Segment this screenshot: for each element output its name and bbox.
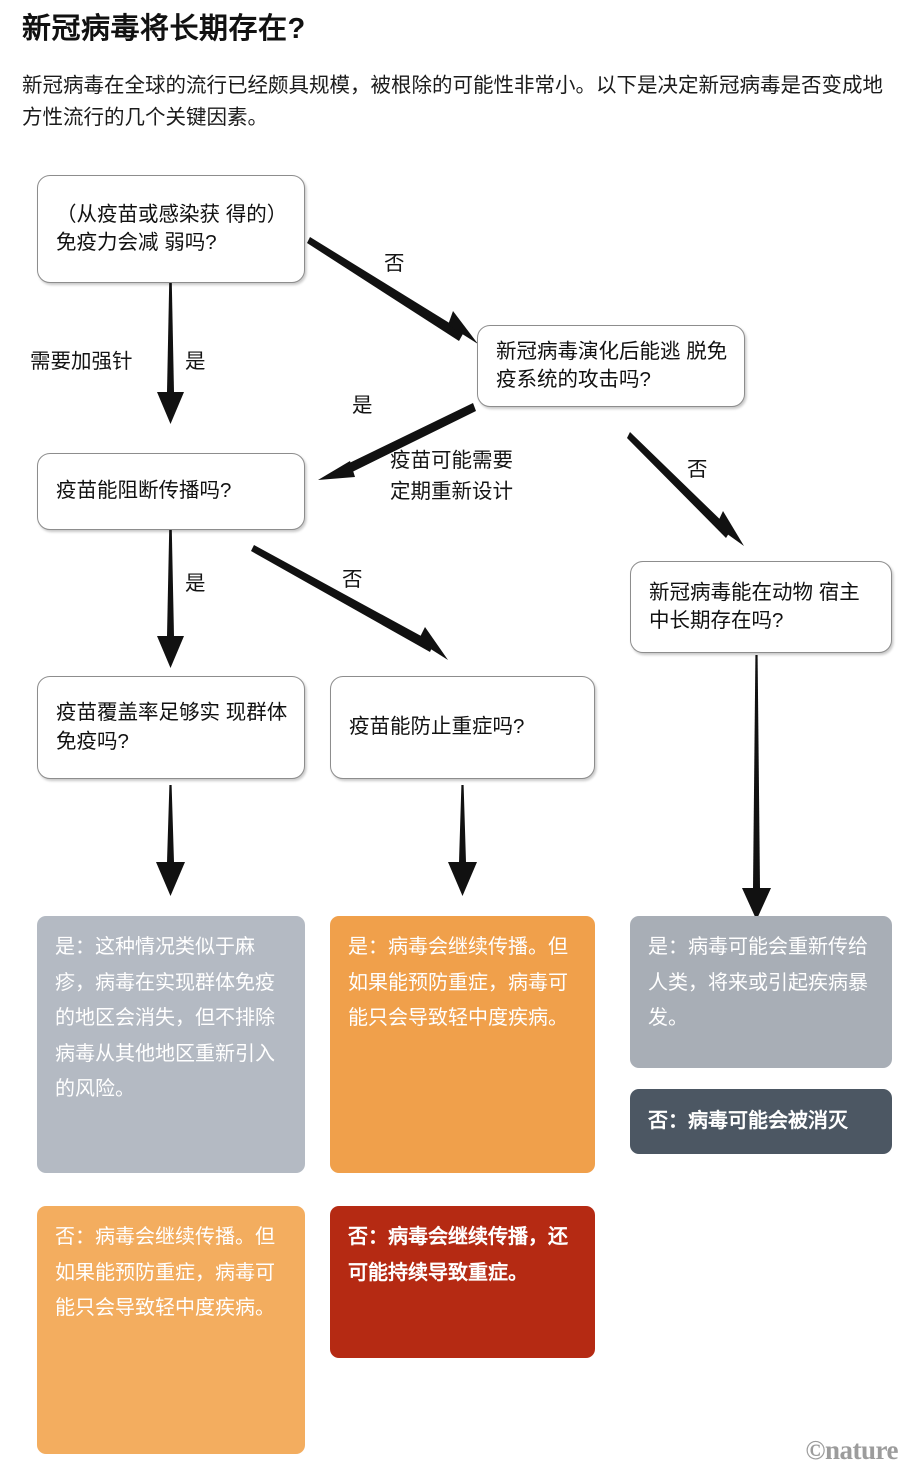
edge-label-no-escape: 否 <box>687 458 708 481</box>
arrow-escape-to-animal <box>627 432 744 546</box>
node-prevent-severe-label: 疫苗能防止重症吗? <box>349 715 525 739</box>
edge-label-booster-needed: 需要加强针 <box>30 350 133 373</box>
outcome-animal-no-text: 否：病毒可能会被消灭 <box>648 1109 848 1132</box>
nature-logo: ©nature <box>805 1435 898 1465</box>
edge-label-yes-escape: 是 <box>352 394 373 417</box>
outcome-mild-spread-no-text: 否：病毒会继续传播。但如果能预防重症，病毒可能只会导致轻中度疾病。 <box>55 1226 275 1320</box>
arrow-severe-to-outcome <box>448 785 477 896</box>
node-immune-escape-label: 新冠病毒演化后能逃 脱免疫系统的攻击吗? <box>496 339 728 391</box>
edge-label-no-to-escape: 否 <box>384 252 405 275</box>
arrow-animal-to-outcome <box>742 655 771 920</box>
outcome-animal-no: 否：病毒可能会被消灭 <box>630 1089 892 1154</box>
outcome-mild-spread-yes-text: 是：病毒会继续传播。但如果能预防重症，病毒可能只会导致轻中度疾病。 <box>348 936 568 1030</box>
arrow-herd-to-outcome <box>156 785 185 896</box>
outcome-measles-like-text: 是：这种情况类似于麻疹，病毒在实现群体免疫的地区会消失，但不排除病毒从其他地区重… <box>55 936 275 1101</box>
edge-label-no-herd: 否 <box>342 568 363 591</box>
edge-label-yes-to-block: 是 <box>185 350 206 373</box>
outcome-animal-yes: 是：病毒可能会重新传给人类，将来或引起疾病暴发。 <box>630 916 892 1068</box>
node-immunity-wane[interactable]: （从疫苗或感染获 得的）免疫力会减 弱吗? <box>37 175 305 283</box>
outcome-severe-continues-text: 否：病毒会继续传播，还可能持续导致重症。 <box>348 1226 568 1284</box>
node-animal-reservoir-label: 新冠病毒能在动物 宿主中长期存在吗? <box>649 580 860 632</box>
outcome-severe-continues: 否：病毒会继续传播，还可能持续导致重症。 <box>330 1206 595 1358</box>
arrow-block-to-herd <box>157 530 184 668</box>
arrow-block-to-severe <box>251 545 448 660</box>
outcome-mild-spread-no: 否：病毒会继续传播。但如果能预防重症，病毒可能只会导致轻中度疾病。 <box>37 1206 305 1454</box>
outcome-animal-yes-text: 是：病毒可能会重新传给人类，将来或引起疾病暴发。 <box>648 936 868 1030</box>
node-prevent-severe[interactable]: 疫苗能防止重症吗? <box>330 676 595 779</box>
node-immune-escape[interactable]: 新冠病毒演化后能逃 脱免疫系统的攻击吗? <box>477 325 745 407</box>
node-animal-reservoir[interactable]: 新冠病毒能在动物 宿主中长期存在吗? <box>630 561 892 653</box>
node-block-transmission-label: 疫苗能阻断传播吗? <box>56 479 232 503</box>
outcome-measles-like: 是：这种情况类似于麻疹，病毒在实现群体免疫的地区会消失，但不排除病毒从其他地区重… <box>37 916 305 1173</box>
page-title: 新冠病毒将长期存在? <box>22 13 306 45</box>
arrow-immunity-to-block <box>157 283 184 424</box>
node-herd-immunity-label: 疫苗覆盖率足够实 现群体免疫吗? <box>56 701 288 753</box>
edge-label-yes-herd: 是 <box>185 572 206 595</box>
outcome-mild-spread-yes: 是：病毒会继续传播。但如果能预防重症，病毒可能只会导致轻中度疾病。 <box>330 916 595 1173</box>
page-subtitle: 新冠病毒在全球的流行已经颇具规模，被根除的可能性非常小。以下是决定新冠病毒是否变… <box>22 74 883 129</box>
node-herd-immunity[interactable]: 疫苗覆盖率足够实 现群体免疫吗? <box>37 676 305 779</box>
node-immunity-wane-label: （从疫苗或感染获 得的）免疫力会减 弱吗? <box>56 202 288 254</box>
node-block-transmission[interactable]: 疫苗能阻断传播吗? <box>37 453 305 530</box>
edge-label-redesign-note: 疫苗可能需要 定期重新设计 <box>390 449 513 503</box>
